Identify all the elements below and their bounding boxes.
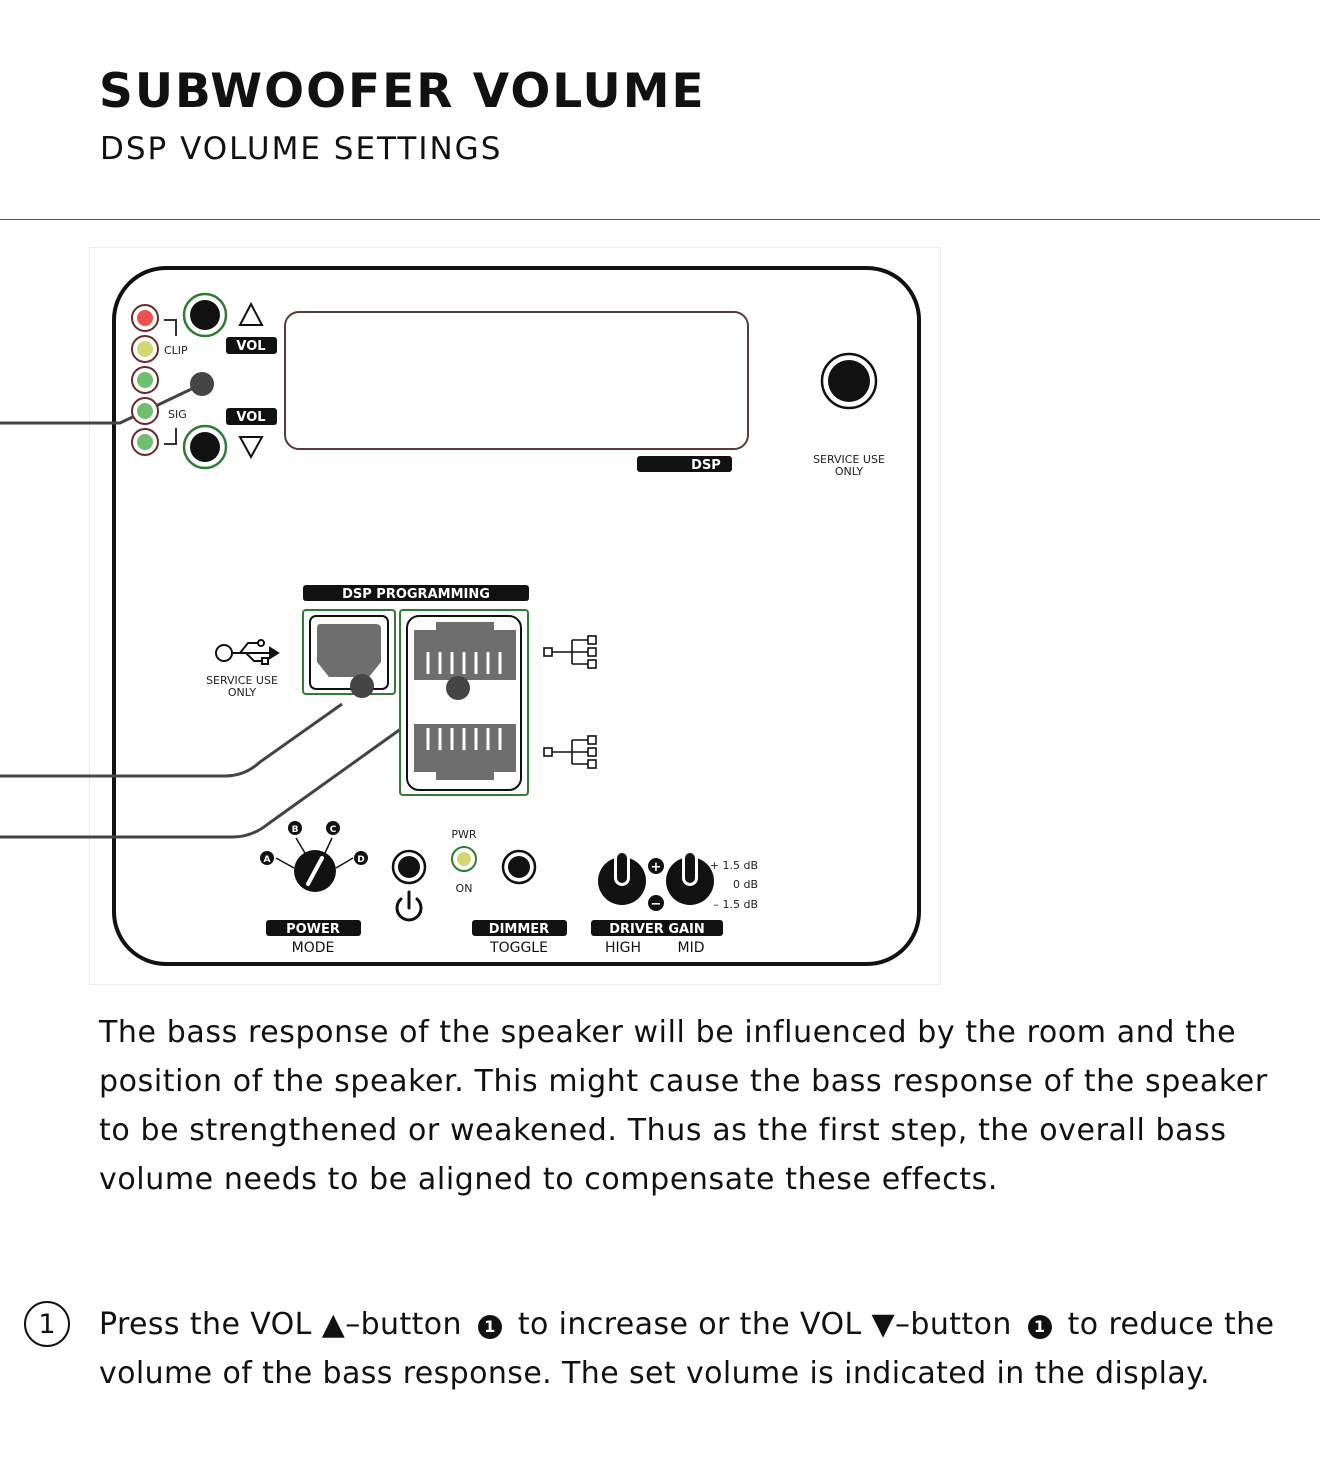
mode-position-b-label: B	[292, 825, 299, 835]
page-title: SUBWOOFER VOLUME	[99, 64, 706, 119]
clip-label: CLIP	[164, 344, 188, 357]
gain-level-plus: + 1.5 dB	[710, 859, 758, 872]
dsp-display	[284, 311, 749, 450]
usb-label-line1: SERVICE USE	[206, 674, 278, 687]
mode-position-d	[354, 851, 368, 865]
mode-position-c	[326, 821, 340, 835]
power-label: POWER	[286, 922, 340, 937]
network-icon	[543, 735, 597, 769]
power-button[interactable]	[391, 849, 427, 885]
header-divider	[0, 219, 1320, 220]
triangle-up-icon	[238, 301, 264, 326]
mode-position-d-label: D	[357, 855, 364, 865]
gain-level-minus: – 1.5 dB	[713, 898, 758, 911]
sig-label: SIG	[168, 408, 187, 421]
callout-ref-badge: 1	[477, 1315, 502, 1339]
vol-down-button[interactable]	[182, 424, 228, 470]
gain-level-zero: 0 dB	[733, 878, 758, 891]
dimmer-button[interactable]	[501, 849, 537, 885]
mid-label: MID	[678, 940, 705, 956]
toggle-label: TOGGLE	[489, 940, 548, 956]
step-1-text: Press the VOL ▲–button 1 to increase or …	[99, 1300, 1309, 1398]
network-icon	[543, 635, 597, 669]
power-icon	[395, 890, 423, 922]
vol-up-button[interactable]	[182, 292, 228, 338]
leader-line-vol	[0, 382, 203, 425]
leader-line-network	[0, 686, 459, 839]
page-subtitle: DSP VOLUME SETTINGS	[100, 131, 503, 167]
dimmer-label: DIMMER	[489, 922, 549, 937]
vol-down-label: VOL	[236, 410, 265, 425]
driver-gain-mid-knob[interactable]	[666, 850, 714, 905]
callout-dot-vol	[190, 372, 214, 396]
service-socket	[820, 352, 878, 410]
gain-plus-text: +	[651, 860, 662, 875]
mode-label: MODE	[292, 940, 335, 956]
service-label-line2: ONLY	[835, 465, 864, 478]
usb-label-line2: ONLY	[228, 686, 257, 699]
dsp-programming-label: DSP PROGRAMMING	[342, 587, 490, 602]
rear-panel-diagram: CLIP SIG VOL VOL DSP SERVICE USE ONLY DS…	[0, 266, 921, 966]
service-label-line1: SERVICE USE	[813, 453, 885, 466]
step-number: 1	[38, 1308, 56, 1340]
driver-gain-high-knob[interactable]	[598, 850, 646, 905]
step-text-part2: to increase or the VOL ▼–button	[507, 1307, 1012, 1342]
mode-position-c-label: C	[330, 825, 337, 835]
step-number-badge: 1	[24, 1301, 70, 1347]
mode-position-a	[260, 851, 274, 865]
vol-up-label: VOL	[236, 339, 265, 354]
gain-plus-icon	[648, 858, 664, 874]
gain-minus-text: −	[651, 897, 662, 912]
step-text-part3: to reduce the volume of the bass respons…	[99, 1307, 1275, 1391]
driver-gain-label: DRIVER GAIN	[609, 922, 705, 937]
on-label: ON	[456, 882, 473, 895]
usb-port[interactable]	[302, 609, 396, 695]
step-text-part1: Press the VOL ▲–button	[99, 1307, 462, 1342]
mode-position-a-label: A	[264, 855, 271, 865]
triangle-down-icon	[238, 436, 264, 460]
callout-ref-badge: 1	[1027, 1315, 1052, 1339]
callout-dot-usb	[350, 674, 374, 698]
panel-outline	[112, 266, 921, 966]
usb-icon	[215, 639, 280, 665]
pwr-label: PWR	[451, 828, 477, 841]
callout-dot-network	[446, 676, 470, 700]
mode-position-b	[288, 821, 302, 835]
intro-paragraph: The bass response of the speaker will be…	[99, 1015, 1268, 1197]
leader-line-usb	[0, 702, 343, 778]
mode-selector-knob[interactable]	[275, 837, 354, 892]
high-label: HIGH	[605, 940, 641, 956]
dsp-label: DSP	[691, 458, 721, 473]
power-led	[451, 846, 477, 872]
gain-minus-icon	[648, 895, 664, 911]
led-column	[131, 304, 177, 456]
diagram-frame	[89, 247, 941, 985]
network-ports[interactable]	[399, 609, 529, 796]
